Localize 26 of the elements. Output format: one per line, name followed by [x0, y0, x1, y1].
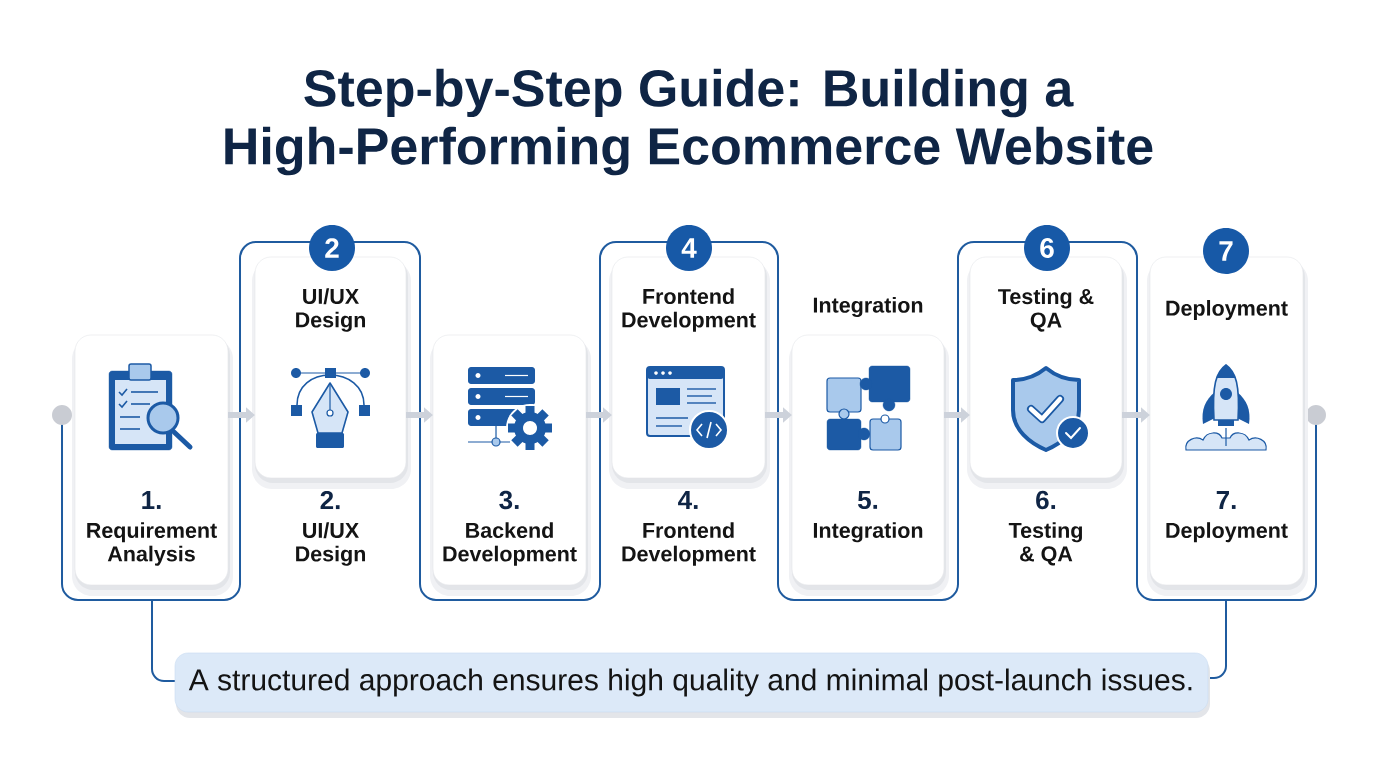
title: Step-by-Step Guide: Building a High-Performing Ecommerce Website: [225, 68, 1153, 176]
step-number: 2.: [320, 490, 340, 510]
step-number: 7.: [1216, 491, 1236, 509]
summary-banner: A structured approach ensures high quality and minimal post-launch issues.: [174, 652, 1210, 718]
step-title: Requirement Analysis: [87, 522, 217, 566]
step-number: 4.: [678, 491, 698, 509]
step-number: 5.: [857, 490, 878, 510]
step-title: Integration: [813, 296, 923, 318]
number-badge: 7: [1203, 228, 1249, 274]
step-title: Backend Development: [443, 522, 577, 566]
step-card: [252, 256, 411, 489]
step-title: Deployment: [1166, 300, 1288, 321]
step-number: 1.: [142, 491, 161, 509]
number-badge: 4: [666, 225, 712, 271]
step-title: Integration: [813, 522, 923, 543]
step-title: UI/UX Design: [296, 288, 365, 332]
step-number: 6.: [1036, 490, 1056, 510]
step-title: Frontend Development: [622, 288, 756, 332]
step-title: Frontend Development: [622, 522, 756, 566]
number-badge: 6: [1024, 225, 1070, 271]
step-title: Deployment: [1166, 522, 1288, 543]
step-number: 3.: [499, 490, 519, 510]
step-title: Testing & QA: [998, 288, 1094, 332]
step-title: UI/UX Design: [296, 522, 365, 566]
step-title: Testing & QA: [1008, 522, 1082, 566]
number-badge: 2: [309, 225, 355, 271]
